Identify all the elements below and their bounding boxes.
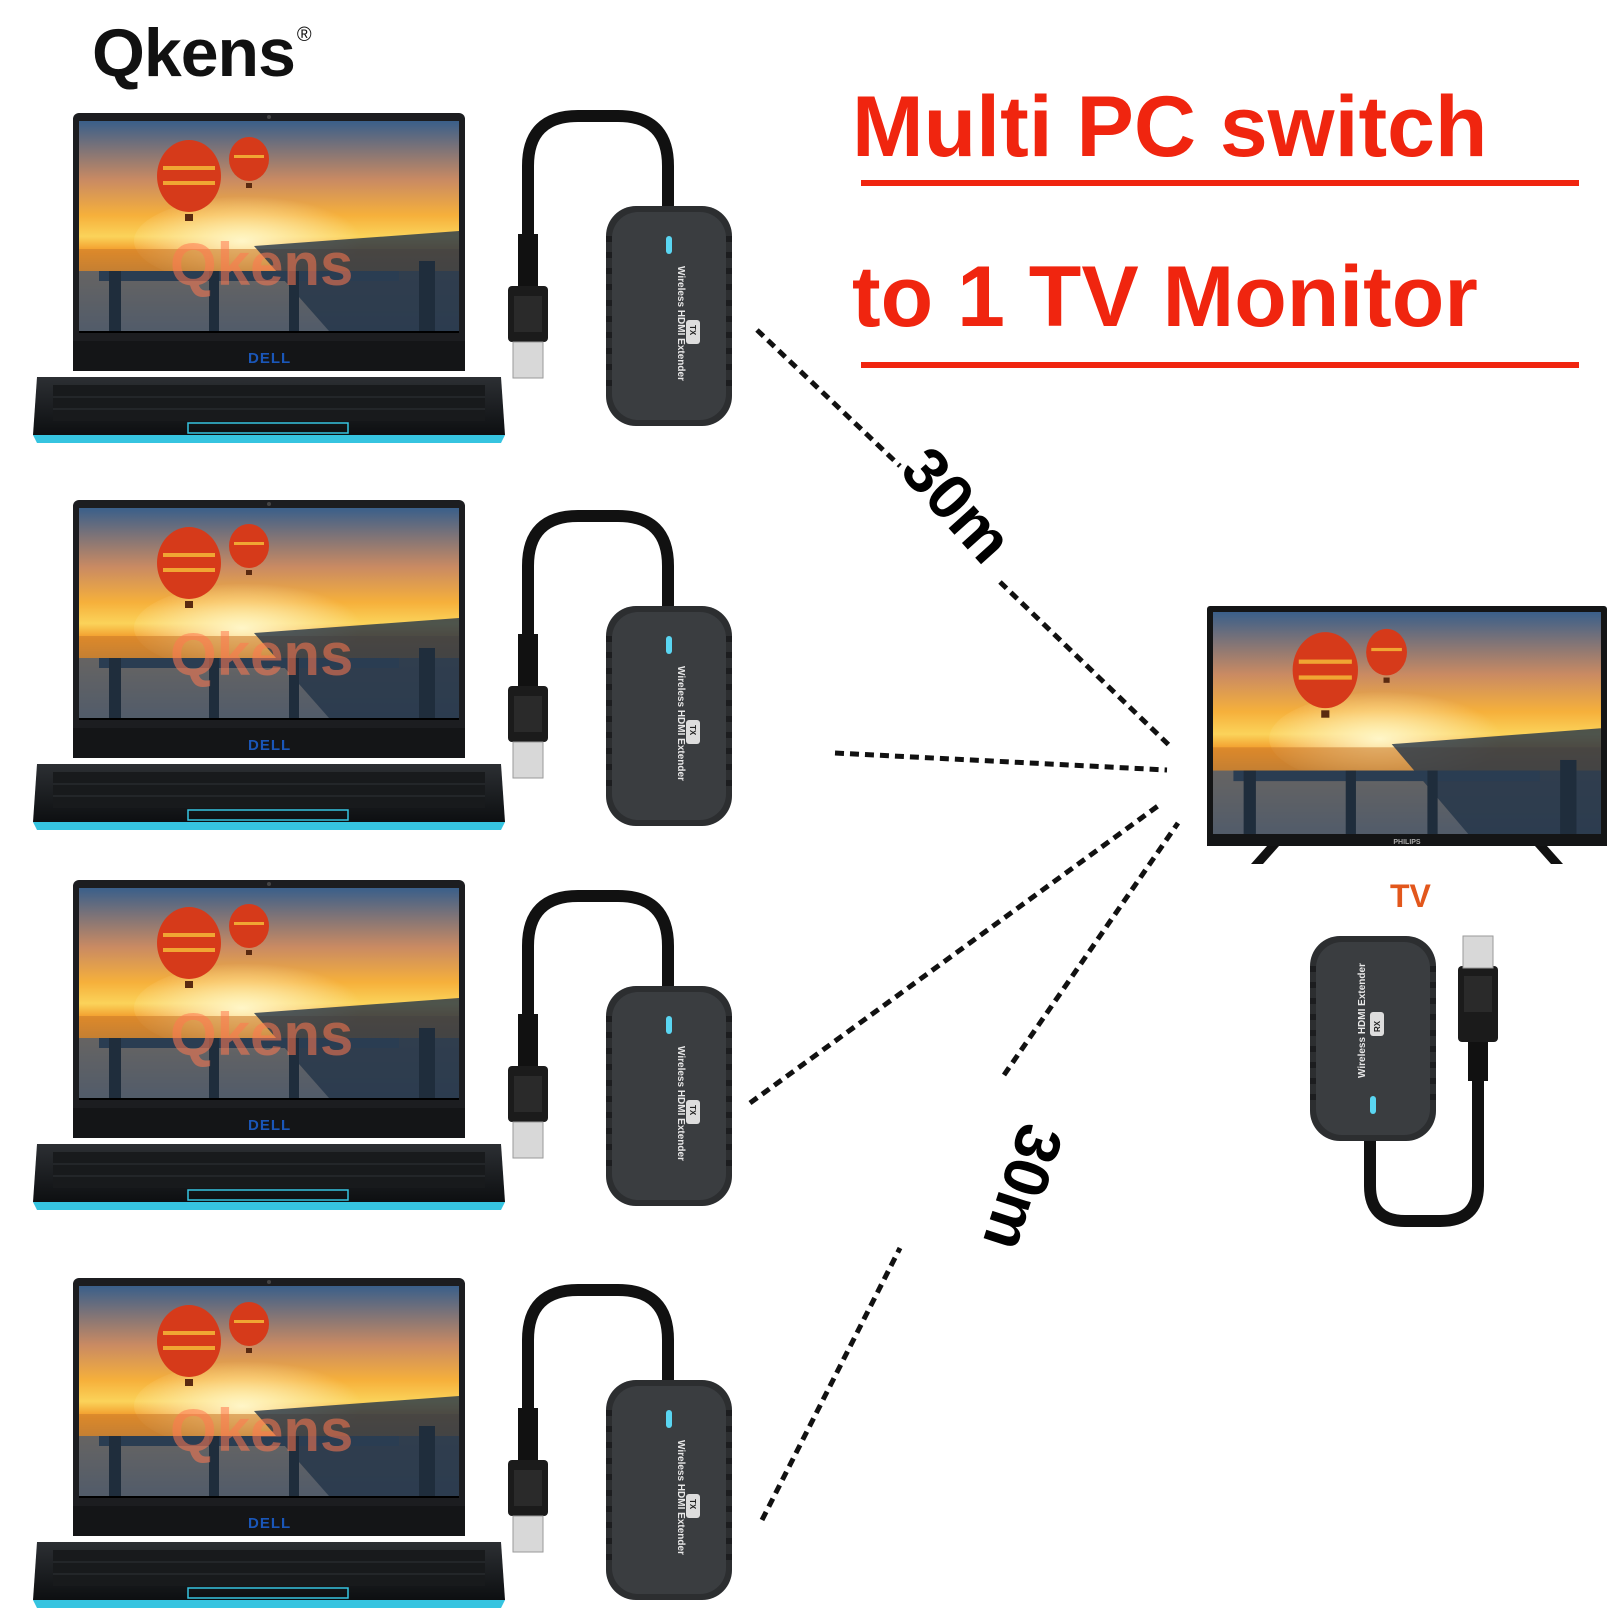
device-label: Wireless HDMI Extender bbox=[675, 666, 686, 781]
screen-watermark: Qkens bbox=[170, 1001, 354, 1068]
laptop-logo: DELL bbox=[248, 737, 292, 754]
wireless-link-1a bbox=[755, 328, 902, 468]
screen-watermark: Qkens bbox=[170, 1397, 354, 1464]
device-label: Wireless HDMI Extender bbox=[675, 266, 686, 381]
wireless-link-3 bbox=[748, 800, 1164, 1106]
device-label: Wireless HDMI Extender bbox=[675, 1046, 686, 1161]
transmitter-4: Wireless HDMI Extender TX bbox=[508, 1290, 732, 1600]
wireless-link-1b bbox=[998, 580, 1174, 750]
headline-underline-2 bbox=[861, 362, 1579, 368]
device-tag: TX bbox=[688, 725, 697, 736]
tv-brand-logo: PHILIPS bbox=[1393, 839, 1421, 846]
laptop-logo: DELL bbox=[248, 1117, 292, 1134]
headline-underline-1 bbox=[861, 180, 1579, 186]
transmitter-1: Wireless HDMI Extender TX bbox=[508, 116, 732, 426]
brand-logo: Qkens® bbox=[92, 14, 312, 92]
distance-label-top: 30m bbox=[888, 433, 1027, 576]
device-tag: TX bbox=[688, 1105, 697, 1116]
registered-mark: ® bbox=[296, 24, 312, 46]
transmitter-3: Wireless HDMI Extender TX bbox=[508, 896, 732, 1206]
laptop-logo: DELL bbox=[248, 1515, 292, 1532]
device-label: Wireless HDMI Extender bbox=[1357, 963, 1368, 1078]
wireless-link-4a bbox=[759, 1246, 903, 1522]
headline-line-1: Multi PC switch bbox=[852, 79, 1488, 175]
screen-watermark: Qkens bbox=[170, 621, 354, 688]
device-tag: TX bbox=[688, 325, 697, 336]
device-tag: TX bbox=[688, 1499, 697, 1510]
device-label: Wireless HDMI Extender bbox=[675, 1440, 686, 1555]
laptop-logo: DELL bbox=[248, 350, 292, 367]
wireless-link-4b bbox=[1001, 821, 1181, 1077]
wireless-link-2 bbox=[834, 750, 1168, 773]
distance-label-bottom: 30m bbox=[969, 1116, 1077, 1260]
transmitter-2: Wireless HDMI Extender TX bbox=[508, 516, 732, 826]
tv: PHILIPS bbox=[1207, 606, 1607, 864]
device-tag: RX bbox=[1373, 1020, 1382, 1032]
screen-watermark: Qkens bbox=[170, 231, 354, 298]
brand-name: Qkens bbox=[92, 15, 296, 91]
receiver-device: Wireless HDMI Extender RX bbox=[1310, 935, 1498, 1227]
tv-label: TV bbox=[1390, 878, 1431, 914]
headline-line-2: to 1 TV Monitor bbox=[852, 249, 1478, 345]
